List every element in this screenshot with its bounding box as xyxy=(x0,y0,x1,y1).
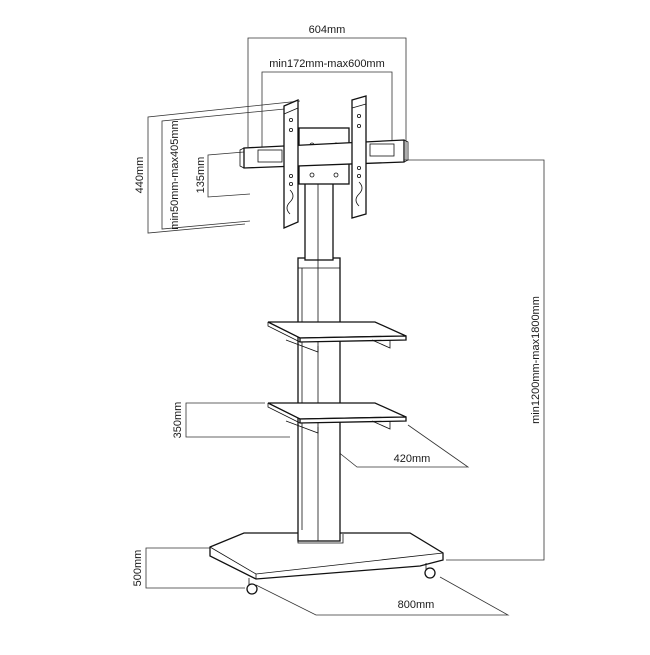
shelf-spacing-dimension-line xyxy=(185,402,290,438)
upper-shelf xyxy=(267,321,407,353)
caster-right xyxy=(424,563,436,579)
base-depth-label: 500mm xyxy=(132,550,144,587)
base-depth-dimension-line xyxy=(145,547,245,589)
vesa-horizontal-label: min172mm-max600mm xyxy=(269,58,385,70)
tv-mount-bracket xyxy=(239,95,409,229)
base-plate xyxy=(209,532,444,580)
upper-column xyxy=(304,177,334,261)
width-dimension-line xyxy=(247,37,407,160)
bracket-offset-label: 135mm xyxy=(195,157,207,194)
bracket-offset-dimension-line xyxy=(207,151,251,198)
height-dimension-line xyxy=(147,100,301,234)
vesa-horizontal-dimension-line xyxy=(261,71,393,150)
vesa-vertical-label: min50mm-max405mm xyxy=(169,120,181,229)
base-width-label: 800mm xyxy=(398,599,435,611)
mount-height-dimension-line xyxy=(398,159,545,561)
lower-column xyxy=(297,257,341,542)
caster-left xyxy=(246,578,258,595)
mount-height-label: min1200mm-max1800mm xyxy=(530,296,542,424)
lower-shelf xyxy=(267,402,407,434)
height-total-label: 440mm xyxy=(134,157,146,194)
shelf-spacing-label: 350mm xyxy=(172,402,184,439)
tv-stand-figure xyxy=(209,95,444,595)
base-width-dimension-line xyxy=(255,576,510,616)
vesa-vertical-dimension-line xyxy=(161,107,296,230)
shelf-depth-label: 420mm xyxy=(394,453,431,465)
width-total-label: 604mm xyxy=(309,24,346,36)
dimension-labels: 604mm min172mm-max600mm 440mm min50mm-ma… xyxy=(132,24,542,611)
